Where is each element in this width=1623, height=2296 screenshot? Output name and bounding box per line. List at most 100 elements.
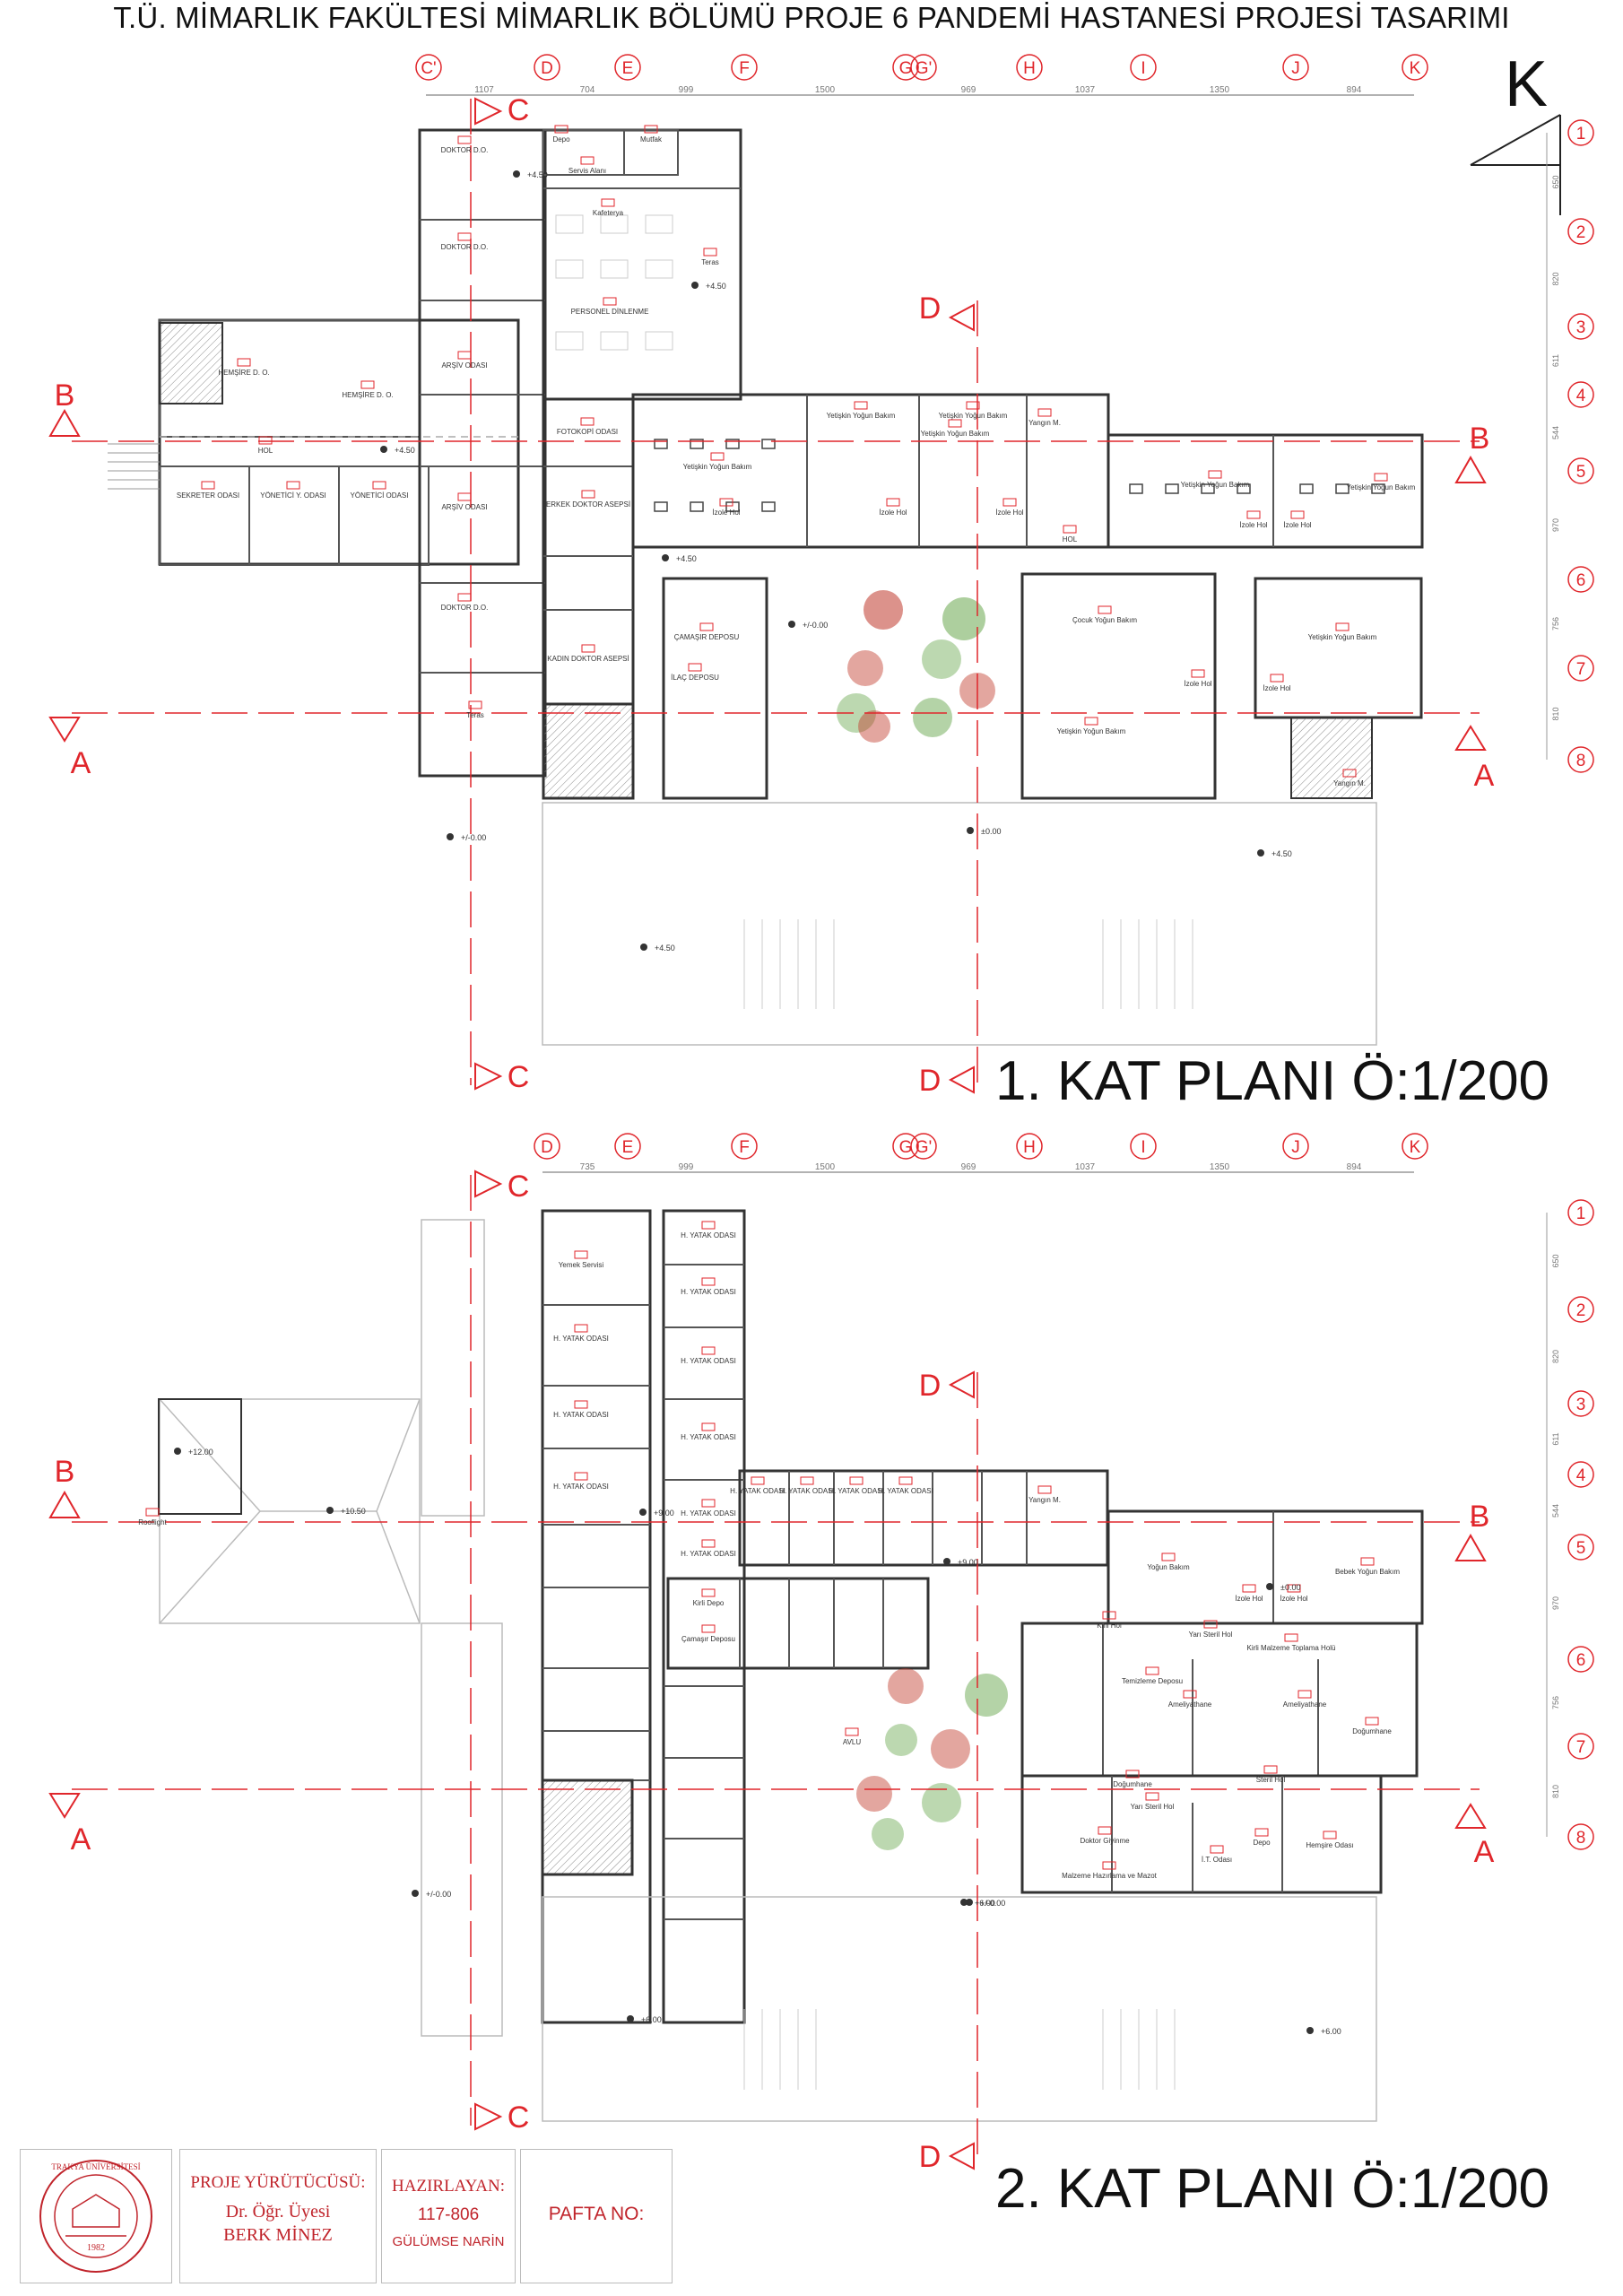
room-name: Yetişkin Yoğun Bakım — [1181, 481, 1250, 489]
section2-label-a-left: A — [71, 1822, 91, 1857]
dimension-value: 1500 — [815, 85, 836, 95]
plan2-patient-wing — [541, 1209, 652, 2024]
row-dimension: 544 — [1551, 1504, 1560, 1518]
row-axis-bubble: 4 — [1567, 1461, 1594, 1488]
room-label: ARŞİV ODASI — [441, 492, 488, 511]
room-label: Teras — [466, 700, 484, 719]
axis-label: K — [1410, 1138, 1421, 1157]
room-label: Kirli Malzeme Toplama Holü — [1247, 1633, 1336, 1652]
level-marker: +4.50 — [662, 554, 697, 563]
plan1-child-icu — [1020, 572, 1217, 800]
room-label: Yetişkin Yoğun Bakım — [1181, 470, 1250, 489]
section2-label-b-left: B — [55, 1455, 75, 1489]
room-name: Çamaşır Deposu — [681, 1635, 735, 1643]
row-dimension: 970 — [1551, 1596, 1560, 1610]
room-label: H. YATAK ODASI — [681, 1539, 736, 1558]
row-axis-bubble: 7 — [1567, 655, 1594, 682]
section2-label-d-top: D — [919, 1369, 942, 1403]
axis-label: J — [1291, 59, 1300, 78]
room-label: ERKEK DOKTOR ASEPSİ — [546, 490, 630, 509]
axis-label: G — [899, 1138, 913, 1157]
room-label: H. YATAK ODASI — [681, 1346, 736, 1365]
room-label: H. YATAK ODASI — [553, 1472, 609, 1491]
room-name: SEKRETER ODASI — [177, 491, 239, 500]
room-label: İzole Hol — [1235, 1584, 1263, 1603]
room-name: Yangın M. — [1028, 419, 1061, 427]
dimension-value: 1350 — [1210, 85, 1230, 95]
section-label-b-right: B — [1470, 422, 1490, 456]
room-label: HEMŞİRE D. O. — [342, 380, 394, 399]
row-axis-bubble: 3 — [1567, 1390, 1594, 1417]
room-label: Çamaşır Deposu — [681, 1624, 735, 1643]
row-axis-label: 2 — [1576, 1301, 1586, 1320]
room-label: SEKRETER ODASI — [177, 481, 239, 500]
room-label: Yetişkin Yoğun Bakım — [1308, 622, 1377, 641]
room-name: Kirli Hol — [1097, 1622, 1122, 1630]
room-name: Yetişkin Yoğun Bakım — [921, 430, 990, 438]
room-label: İzole Hol — [1280, 1584, 1308, 1603]
section-label-d-top: D — [919, 291, 942, 326]
room-label: HOL — [258, 436, 273, 455]
row-axis-label: 1 — [1576, 1205, 1586, 1223]
row-axis-label: 8 — [1576, 752, 1586, 770]
row-axis-bubble: 1 — [1567, 119, 1594, 146]
row-axis-bubble: 2 — [1567, 1296, 1594, 1323]
sheet-title: T.Ü. MİMARLIK FAKÜLTESİ MİMARLIK BÖLÜMÜ … — [113, 1, 1510, 34]
room-label: YÖNETİCİ Y. ODASI — [260, 481, 326, 500]
room-name: Doktor Giyinme — [1080, 1837, 1130, 1845]
room-label: H. YATAK ODASI — [681, 1277, 736, 1296]
level-value: +9.00 — [958, 1558, 978, 1567]
section2-label-c-top: C — [508, 1170, 530, 1204]
room-label: Bebek Yoğun Bakım — [1335, 1557, 1400, 1576]
room-name: Yoğun Bakım — [1147, 1563, 1190, 1571]
room-label: FOTOKOPİ ODASI — [557, 417, 618, 436]
room-label: İzole Hol — [712, 498, 741, 517]
room-label: H. YATAK ODASI — [829, 1476, 884, 1495]
plan2-surgery-block — [1020, 1622, 1419, 1778]
room-label: Steril Hol — [1256, 1765, 1285, 1784]
axis-bubble: K — [1402, 1133, 1428, 1160]
room-label: Yoğun Bakım — [1147, 1552, 1190, 1571]
room-label: HOL — [1063, 525, 1078, 544]
room-name: Çocuk Yoğun Bakım — [1072, 616, 1137, 624]
room-name: Yetişkin Yoğun Bakım — [939, 412, 1008, 420]
level-value: +6.00 — [1321, 2027, 1341, 2036]
room-name: YÖNETİCİ Y. ODASI — [260, 491, 326, 500]
dimension-value: 894 — [1347, 1162, 1362, 1172]
level-value: +/-0.00 — [803, 621, 828, 630]
room-label: Yetişkin Yoğun Bakım — [827, 401, 896, 420]
room-label: H. YATAK ODASI — [553, 1324, 609, 1343]
university-seal: 1982 TRAKYA ÜNİVERSİTESİ — [39, 2160, 152, 2273]
dimension-value: 1037 — [1075, 1162, 1096, 1172]
axis-label: K — [1410, 59, 1421, 78]
room-name: H. YATAK ODASI — [553, 1411, 609, 1419]
room-label: Yetişkin Yoğun Bakım — [683, 452, 752, 471]
room-label: Çocuk Yoğun Bakım — [1072, 605, 1137, 624]
room-name: H. YATAK ODASI — [681, 1433, 736, 1441]
room-label: Yangın M. — [1028, 408, 1061, 427]
room-label: Ameliyathane — [1168, 1690, 1212, 1709]
plan2-delivery-block — [1020, 1774, 1383, 1894]
row-axis-label: 6 — [1576, 1651, 1586, 1670]
room-name: KADIN DOKTOR ASEPSİ — [547, 655, 629, 663]
level-value: +/-0.00 — [426, 1890, 451, 1899]
row-axis-label: 4 — [1576, 387, 1586, 405]
hazirlayan-label: HAZIRLAYAN: — [392, 2177, 505, 2196]
room-name: İzole Hol — [712, 509, 740, 517]
section-label-c-bottom: C — [508, 1060, 530, 1094]
plan-1-title: 1. KAT PLANI Ö:1/200 — [995, 1050, 1550, 1112]
room-name: Yetişkin Yoğun Bakım — [1057, 727, 1126, 735]
axis-label: H — [1023, 59, 1036, 78]
room-name: Doğumhane — [1113, 1780, 1152, 1788]
axis-label: D — [541, 1138, 553, 1157]
room-name: Yangın M. — [1028, 1496, 1061, 1504]
room-label: İzole Hol — [1283, 510, 1312, 529]
room-name: Doğumhane — [1352, 1727, 1392, 1735]
axis-label: F — [739, 59, 750, 78]
room-name: İzole Hol — [1263, 684, 1290, 692]
row-axis-bubble: 5 — [1567, 457, 1594, 484]
level-value: +9.00 — [654, 1509, 674, 1518]
level-marker: +/-0.00 — [412, 1890, 451, 1899]
room-name: İzole Hol — [879, 509, 907, 517]
axis-bubble: H — [1016, 1133, 1043, 1160]
